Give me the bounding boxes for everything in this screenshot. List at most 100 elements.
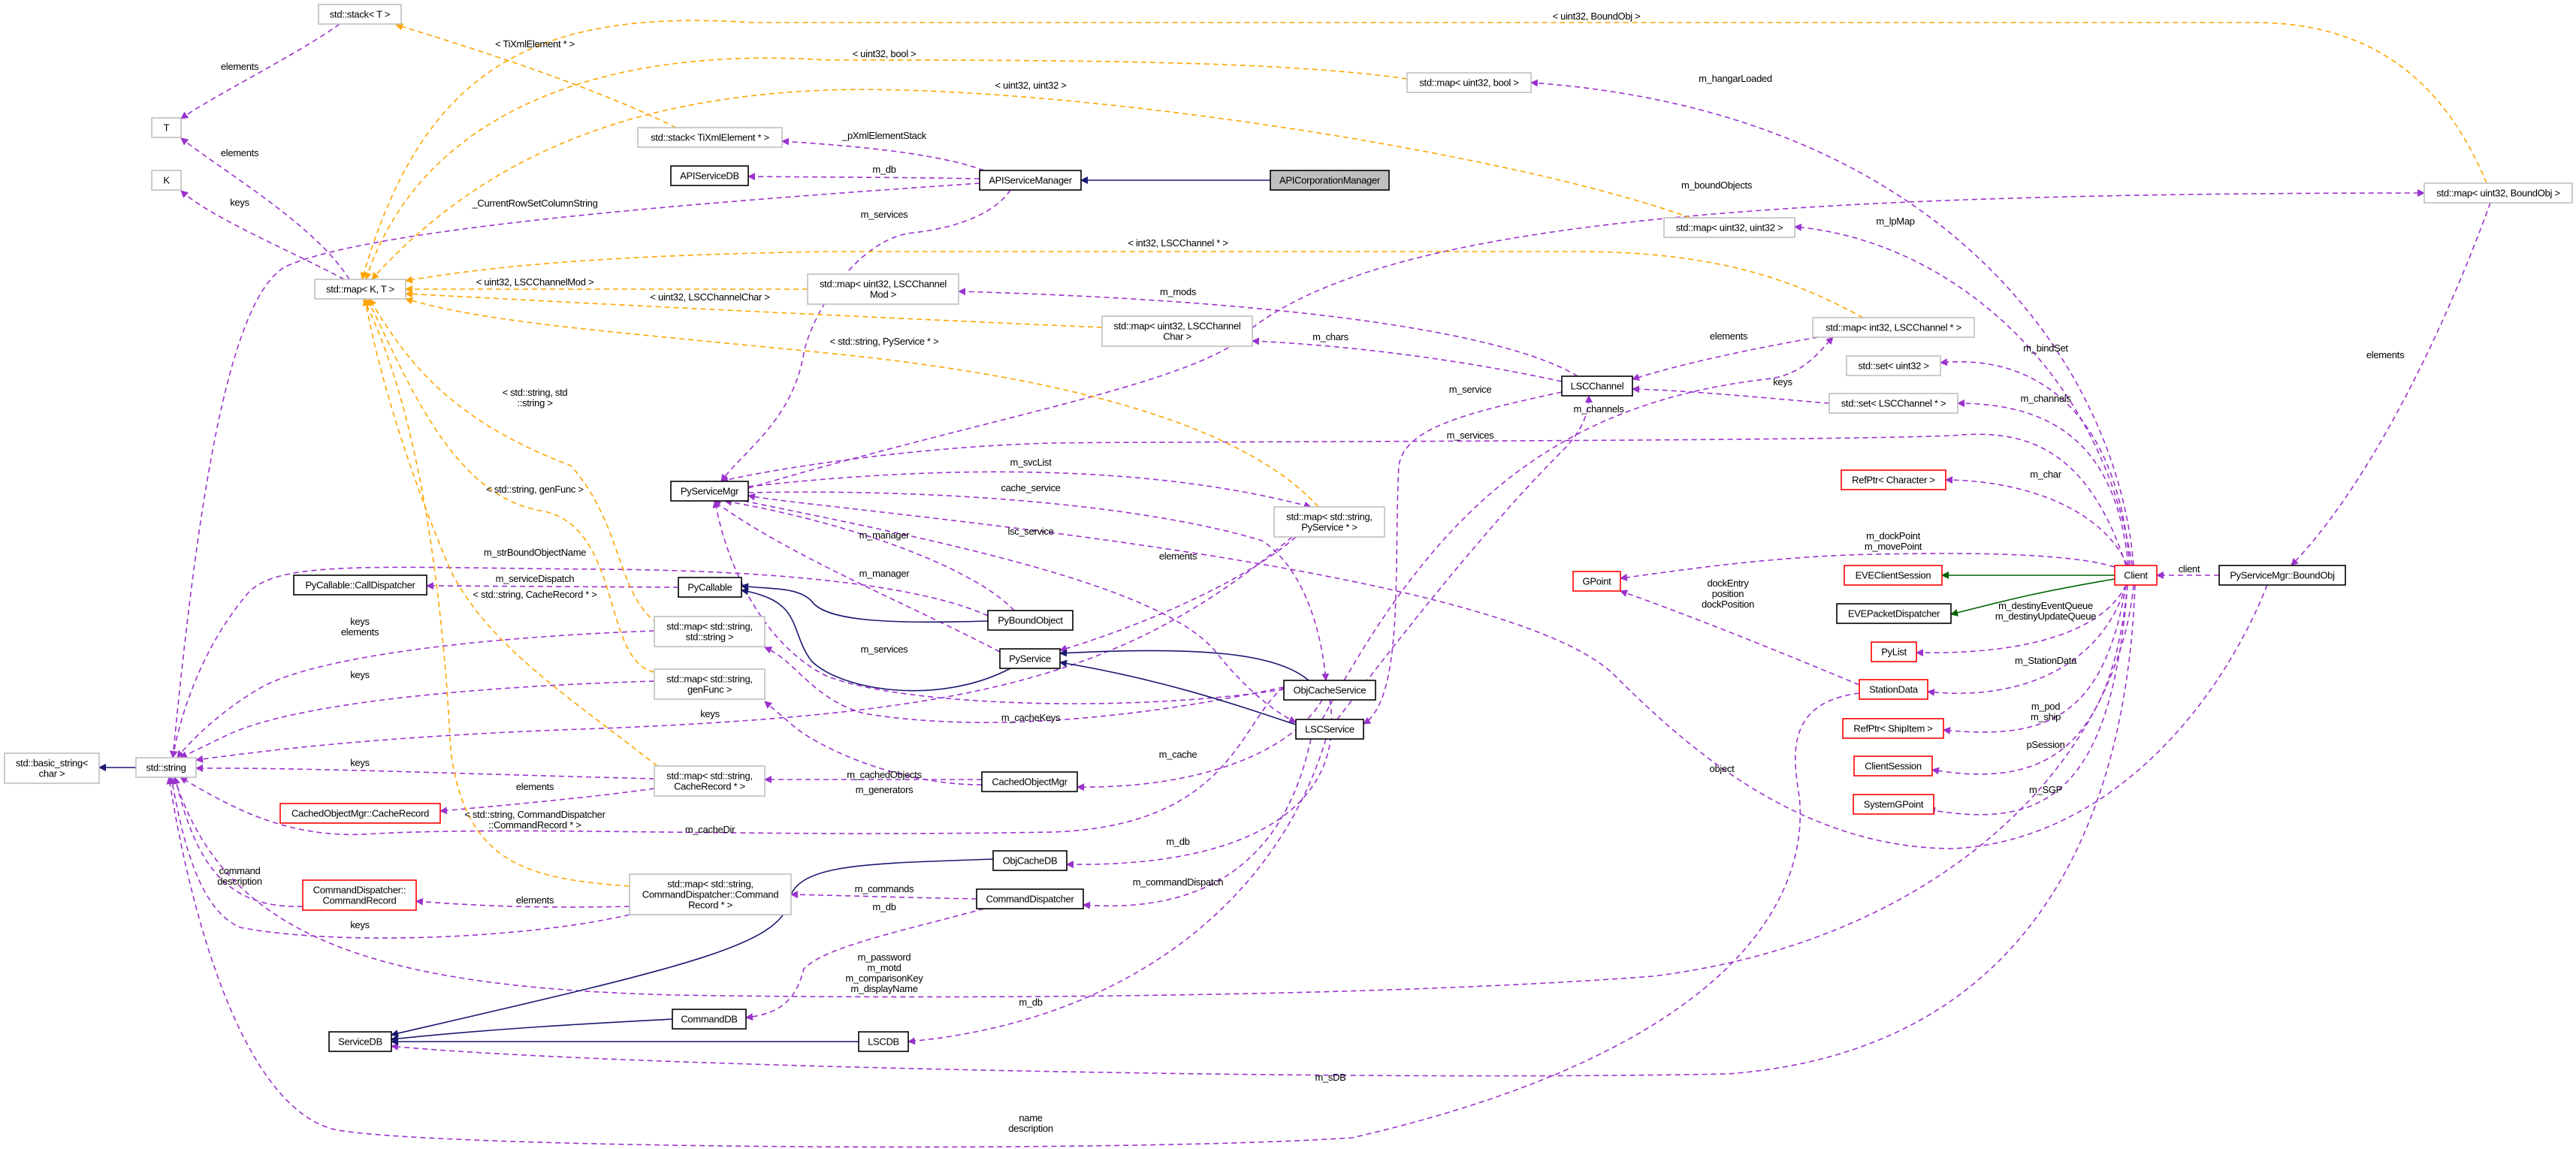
class-node-basicstring[interactable]: std::basic_string<char > [4,752,100,784]
class-node-apiservicedb[interactable]: APIServiceDB [670,165,749,186]
edge-label-line: < uint32, LSCChannelMod > [476,276,594,288]
class-node-client[interactable]: Client [2114,565,2158,586]
edge-label-line: elements [516,781,554,792]
class-node-stacktixml[interactable]: std::stack< TiXmlElement * > [637,127,783,148]
class-node-lscdb[interactable]: LSCDB [858,1031,909,1052]
node-box [999,648,1061,669]
class-node-t[interactable]: T [151,117,182,138]
class-node-commanddb[interactable]: CommandDB [672,1009,747,1030]
class-node-eveclientsession[interactable]: EVEClientSession [1844,565,1943,586]
edge-label: m_SGP [2029,784,2062,795]
edge-label-line: description [1008,1123,1053,1134]
class-node-setu32[interactable]: std::set< uint32 > [1846,355,1941,376]
node-label: Char > [1163,331,1191,342]
class-node-mapmod[interactable]: std::map< uint32, LSCChannelMod > [807,273,959,305]
class-node-pyboundobject[interactable]: PyBoundObject [987,610,1074,631]
edge-mapss-to-mapkt [369,298,658,624]
class-node-cacherecord[interactable]: CachedObjectMgr::CacheRecord [279,803,441,824]
class-node-systemgpoint[interactable]: SystemGPoint [1853,794,1934,815]
class-node-mapu32bool[interactable]: std::map< uint32, bool > [1406,72,1532,93]
class-node-stdstring[interactable]: std::string [135,757,197,778]
edge-label: m_hangarLoaded [1699,73,1772,84]
class-node-setlsc[interactable]: std::set< LSCChannel * > [1829,393,1958,414]
node-box [1101,315,1253,347]
class-node-commandrecord[interactable]: CommandDispatcher::CommandRecord [302,879,417,911]
class-node-k[interactable]: K [151,170,182,191]
node-label: StationData [1869,684,1919,695]
class-node-mapcacherec[interactable]: std::map< std::string,CacheRecord * > [654,765,766,797]
class-node-stationdata[interactable]: StationData [1859,679,1928,700]
class-node-mapboundobj[interactable]: std::map< uint32, BoundObj > [2423,182,2573,204]
node-label: K [163,175,170,186]
class-node-gpoint[interactable]: GPoint [1572,571,1621,592]
class-node-pycallable[interactable]: PyCallable [678,577,742,598]
node-label: std::map< std::string, [666,621,752,632]
edge-label-line: m_strBoundObjectName [484,547,586,558]
edge-objcacheservice-to-stdstring [180,686,1285,835]
node-label: LSCDB [868,1036,899,1048]
node-box [654,616,766,647]
node-box [1871,641,1917,662]
edge-label-line: m_channels [1573,403,1624,415]
class-node-lscchannel[interactable]: LSCChannel [1561,375,1633,397]
class-node-refptrchar[interactable]: RefPtr< Character > [1841,469,1946,490]
edge-mapss-to-stdstring [177,630,655,758]
class-node-lscservice[interactable]: LSCService [1295,719,1364,740]
class-node-mapss[interactable]: std::map< std::string,std::string > [654,616,766,647]
edge-label-line: dockEntry [1707,578,1749,589]
class-node-pylist[interactable]: PyList [1871,641,1917,662]
class-node-mappysvc[interactable]: std::map< std::string,PyService * > [1273,506,1385,538]
edge-label-line: < uint32, bool > [853,48,917,59]
class-node-objcacheservice[interactable]: ObjCacheService [1283,680,1376,701]
edge-label-line: m_commandDispatch [1133,876,1224,888]
edge-client-to-shipitem [1943,584,2127,734]
edge-label: lsc_service [1008,526,1054,537]
edge-label-line: m_chars [1312,331,1349,342]
node-box [1283,680,1376,701]
edge-label-line: m_cacheDir [685,824,735,835]
edge-mapcmdrec-to-commandrecord [415,897,630,908]
edge-lscchannel-to-mapchar [1252,337,1563,382]
node-box [1273,506,1385,538]
edge-mappysvc-to-pyservice [1059,536,1297,653]
class-node-mapint32lsc[interactable]: std::map< int32, LSCChannel * > [1812,317,1975,338]
class-node-shipitem[interactable]: RefPtr< ShipItem > [1842,718,1944,739]
class-node-boundobj[interactable]: PyServiceMgr::BoundObj [2218,565,2346,586]
class-node-evepacketdispatcher[interactable]: EVEPacketDispatcher [1836,603,1952,624]
edge-mapcmdrec-to-stdstring [168,777,630,939]
class-node-mapu32u32[interactable]: std::map< uint32, uint32 > [1663,217,1795,238]
edge-mapint32lsc-to-mapkt [405,251,1864,318]
edge-label-line: m_char [2030,469,2062,480]
edge-label-line: m_service [1449,384,1492,395]
class-node-mapchar[interactable]: std::map< uint32, LSCChannelChar > [1101,315,1253,347]
class-node-cachedobjectmgr[interactable]: CachedObjectMgr [981,771,1078,792]
edge-label-line: < std::string, CacheRecord * > [473,589,596,600]
class-node-commanddispatcher[interactable]: CommandDispatcher [976,888,1084,909]
class-node-pyservice[interactable]: PyService [999,648,1061,669]
class-node-pyservicemgr[interactable]: PyServiceMgr [670,481,749,502]
edge-client-to-stdstring [172,584,2134,998]
node-box [1829,393,1958,414]
edge-label: m_db [1019,997,1042,1008]
class-node-clientsession[interactable]: ClientSession [1853,755,1933,777]
class-node-apicorp[interactable]: APICorporationManager [1270,170,1390,191]
class-node-mapkt[interactable]: std::map< K, T > [314,279,406,300]
class-node-stackt[interactable]: std::stack< T > [318,4,402,25]
class-node-apiservicemanager[interactable]: APIServiceManager [979,170,1082,191]
edge-client-to-evepacketdispatcher [1950,578,2115,617]
class-node-servicedb[interactable]: ServiceDB [328,1031,392,1052]
class-node-mapcmdrec[interactable]: std::map< std::string,CommandDispatcher:… [629,873,792,915]
node-label: std::map< int32, LSCChannel * > [1826,322,1961,333]
class-node-calldispatcher[interactable]: PyCallable::CallDispatcher [293,574,427,596]
edge-label: < std::string, CommandDispatcher::Comman… [464,809,605,831]
class-node-objcachedb[interactable]: ObjCacheDB [992,850,1068,871]
edge-label: m_chars [1312,331,1349,342]
edge-client-to-stationdata [1927,584,2127,696]
edge-label-line: elements [1159,550,1197,562]
class-node-mapgenfunc[interactable]: std::map< std::string,genFunc > [654,668,766,700]
node-label: CommandDispatcher:: [313,885,406,896]
edge-label-line: keys [230,197,249,208]
edge-label: m_manager [859,568,911,579]
edge-lscservice-to-lscdb [907,738,1327,1045]
